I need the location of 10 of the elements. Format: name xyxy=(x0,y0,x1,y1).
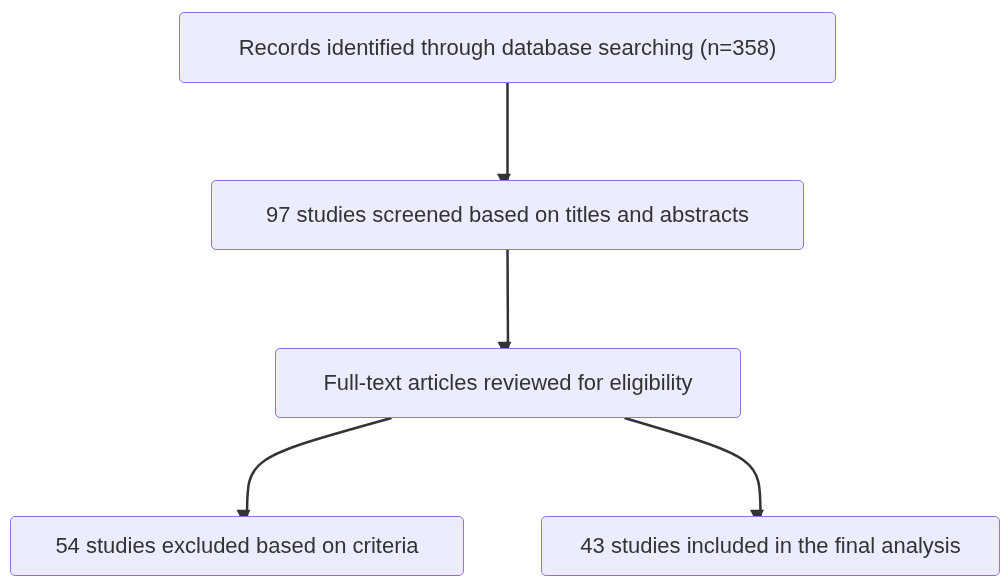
process-box xyxy=(541,516,1000,576)
box-label: 54 studies excluded based on criteria xyxy=(55,533,419,559)
box-label: 97 studies screened based on titles and abstracts xyxy=(265,202,750,228)
process-box xyxy=(10,516,464,576)
process-box xyxy=(275,348,741,418)
process-box xyxy=(211,180,804,250)
process-box xyxy=(179,12,836,83)
box-label: 43 studies included in the final analysis xyxy=(580,533,961,559)
box-label: Full-text articles reviewed for eligibility xyxy=(323,370,693,396)
box-label: Records identified through database searching (n=358) xyxy=(238,34,777,61)
